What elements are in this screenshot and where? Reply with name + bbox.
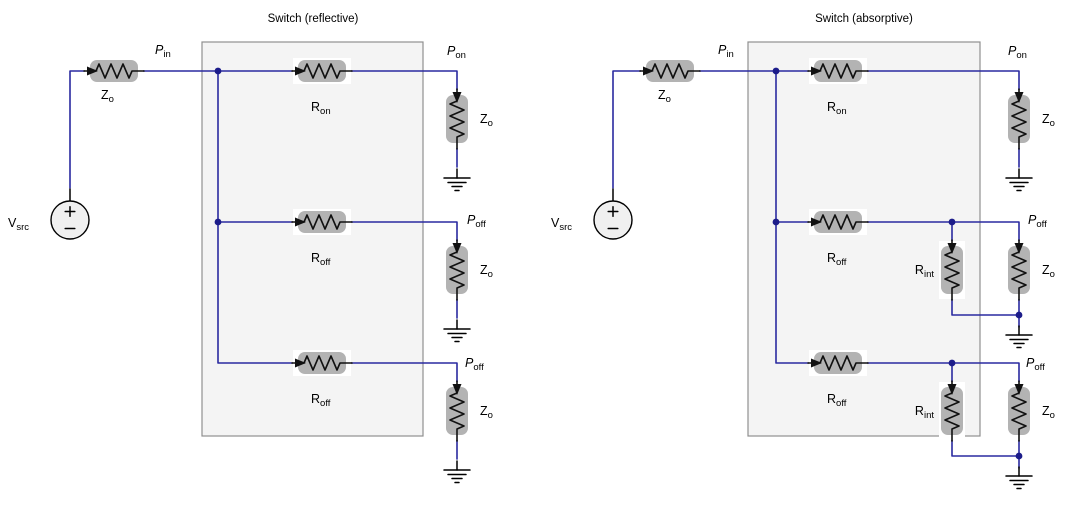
voltage-source [50, 188, 90, 240]
source-to-input-wire [69, 70, 219, 189]
zo-termination-resistor [443, 380, 471, 442]
voltage-source [593, 188, 633, 240]
ground-symbol [443, 319, 471, 343]
rint-label: Rint [915, 263, 934, 280]
zo-termination-resistor [1005, 88, 1033, 150]
junction-dot [948, 359, 956, 367]
source-to-input-wire [612, 70, 777, 189]
ground-symbol [1005, 168, 1033, 192]
absorptive-circuit: Switch (absorptive) Vsrc Zo Pin [551, 13, 1055, 490]
series-zo-label: Zo [101, 88, 114, 105]
roff-label: Roff [311, 392, 331, 409]
ground-symbol [443, 168, 471, 192]
rint-resistor [938, 380, 966, 442]
series-zo-resistor [83, 57, 145, 85]
switch-box-absorptive [747, 41, 981, 437]
roff-label: Roff [827, 392, 847, 409]
rint-label: Rint [915, 404, 934, 421]
reflective-circuit: Switch (reflective) Vsrc Zo Pin Ron Roff… [8, 13, 493, 484]
poff-label: Poff [1026, 356, 1045, 373]
zo-termination-resistor [443, 239, 471, 301]
junction-dot [214, 67, 222, 75]
zo-termination-resistor [1005, 239, 1033, 301]
poff-label: Poff [467, 213, 486, 230]
zo-term-label: Zo [480, 263, 493, 280]
reflective-title: Switch (reflective) [268, 13, 359, 25]
junction-dot [772, 67, 780, 75]
zo-termination-resistor [1005, 380, 1033, 442]
ron-label: Ron [827, 100, 847, 117]
ground-symbol [443, 460, 471, 484]
roff-resistor [291, 208, 353, 236]
roff-resistor [291, 349, 353, 377]
vsrc-label: Vsrc [8, 216, 29, 233]
ground-symbol [1005, 325, 1033, 349]
series-zo-label: Zo [658, 88, 671, 105]
zo-term-label: Zo [480, 112, 493, 129]
absorptive-title: Switch (absorptive) [815, 13, 913, 25]
series-zo-resistor [639, 57, 701, 85]
zo-termination-resistor [443, 88, 471, 150]
pin-label: Pin [155, 43, 171, 60]
junction-dot [214, 218, 222, 226]
junction-dot [1015, 311, 1023, 319]
ron-resistor [291, 57, 353, 85]
pin-label: Pin [718, 43, 734, 60]
ron-label: Ron [311, 100, 331, 117]
roff-label: Roff [827, 251, 847, 268]
ron-resistor [807, 57, 869, 85]
zo-term-label: Zo [480, 404, 493, 421]
pon-label: Pon [1008, 44, 1027, 61]
rint-resistor [938, 239, 966, 301]
roff-label: Roff [311, 251, 331, 268]
zo-term-label: Zo [1042, 404, 1055, 421]
roff-resistor [807, 349, 869, 377]
pon-label: Pon [447, 44, 466, 61]
poff-label: Poff [1028, 213, 1047, 230]
vsrc-label: Vsrc [551, 216, 572, 233]
junction-dot [772, 218, 780, 226]
zo-term-label: Zo [1042, 112, 1055, 129]
junction-dot [948, 218, 956, 226]
roff-resistor [807, 208, 869, 236]
junction-dot [1015, 452, 1023, 460]
zo-term-label: Zo [1042, 263, 1055, 280]
poff-label: Poff [465, 356, 484, 373]
ground-symbol [1005, 466, 1033, 490]
